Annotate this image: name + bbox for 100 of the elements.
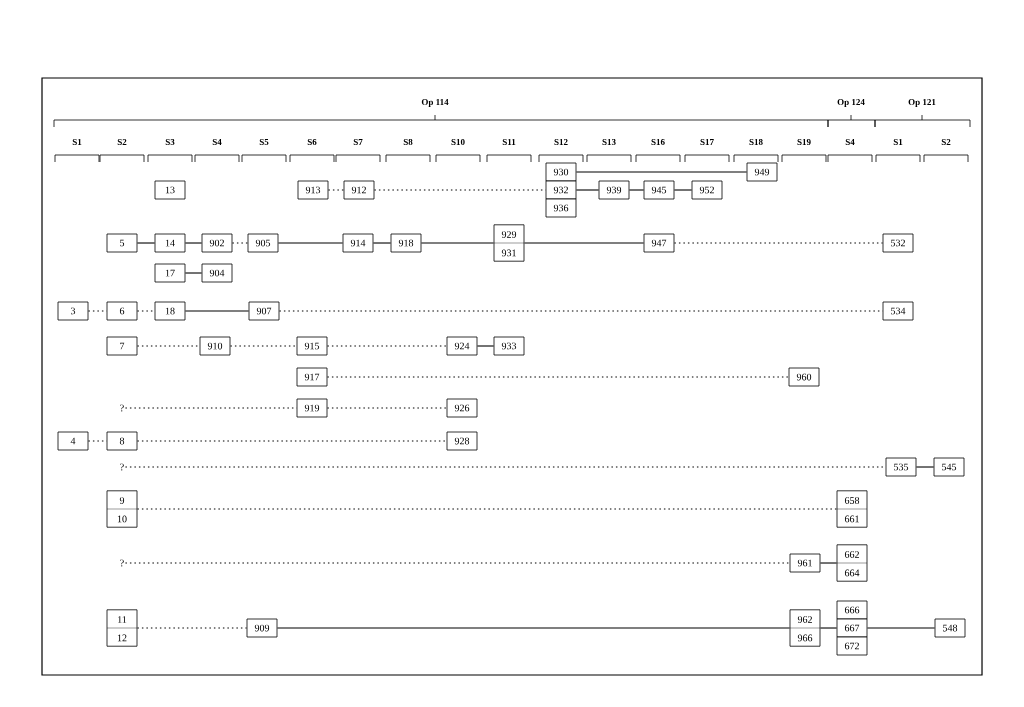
connector-line xyxy=(184,242,203,244)
column-label: S18 xyxy=(749,138,763,146)
connector-line xyxy=(575,171,748,173)
connector-line xyxy=(326,407,448,409)
number-box: 13 xyxy=(154,180,186,200)
question-mark: ? xyxy=(120,404,124,412)
connector-line xyxy=(819,562,838,564)
column-label: S1 xyxy=(72,139,82,146)
number-box: 947 xyxy=(643,233,675,253)
number-box: 17 xyxy=(154,263,186,283)
number-box: 534 xyxy=(882,301,914,321)
number-box: 907 xyxy=(248,301,280,321)
number-box: 8 xyxy=(106,431,138,451)
number-box: 914 xyxy=(342,233,374,253)
connector-line xyxy=(372,242,392,244)
connector-line xyxy=(136,627,248,629)
column-label: S7 xyxy=(353,139,363,146)
connector-line xyxy=(673,189,693,191)
connector-line xyxy=(184,272,203,274)
column-label: S6 xyxy=(307,139,317,146)
connector-line xyxy=(231,242,249,244)
connector-line xyxy=(476,345,495,347)
connector-line xyxy=(229,345,298,347)
number-box: 928 xyxy=(446,431,478,451)
number-box: 902 xyxy=(201,233,233,253)
column-label: S4 xyxy=(845,139,855,146)
number-box: 932 xyxy=(545,180,577,200)
number-box: 930 xyxy=(545,162,577,182)
number-box: 949 xyxy=(746,162,778,182)
question-mark: ? xyxy=(120,559,124,567)
connector-line xyxy=(124,562,791,564)
number-box: 910 xyxy=(199,336,231,356)
number-box: 14 xyxy=(154,233,186,253)
connector-line xyxy=(673,242,884,244)
connector-line xyxy=(575,189,600,191)
connector-line xyxy=(866,627,936,629)
number-box: 4 xyxy=(57,431,89,451)
column-label: S1 xyxy=(893,139,903,146)
column-label: S5 xyxy=(259,139,269,146)
number-box: 7 xyxy=(106,336,138,356)
column-label: S11 xyxy=(502,139,516,146)
number-box: 912 xyxy=(343,180,375,200)
connector-line xyxy=(523,242,645,244)
connector-line xyxy=(136,242,156,244)
connector-line xyxy=(628,189,645,191)
stacked-number-box: 962 966 xyxy=(789,609,821,647)
number-box: 924 xyxy=(446,336,478,356)
number-box: 913 xyxy=(297,180,329,200)
question-mark: ? xyxy=(120,463,124,471)
number-box: 960 xyxy=(788,367,820,387)
number-box: 545 xyxy=(933,457,965,477)
group-label: Op 121 xyxy=(908,99,936,107)
number-box: 667 xyxy=(836,618,868,638)
column-label: S19 xyxy=(797,139,811,146)
column-label: S13 xyxy=(602,139,616,146)
number-box: 548 xyxy=(934,618,966,638)
connector-line xyxy=(87,310,108,312)
column-label: S12 xyxy=(554,139,568,146)
connector-line xyxy=(373,189,547,191)
connector-line xyxy=(184,310,250,312)
number-box: 532 xyxy=(882,233,914,253)
number-box: 3 xyxy=(57,301,89,321)
connector-line xyxy=(420,242,495,244)
column-label: S10 xyxy=(451,138,465,146)
group-label: Op 124 xyxy=(837,99,865,107)
number-box: 939 xyxy=(598,180,630,200)
number-box: 918 xyxy=(390,233,422,253)
stacked-number-box: 929 931 xyxy=(493,224,525,262)
number-box: 6 xyxy=(106,301,138,321)
number-box: 926 xyxy=(446,398,478,418)
column-label: S16 xyxy=(651,139,665,146)
connector-line xyxy=(915,466,935,468)
connector-line xyxy=(326,345,448,347)
number-box: 952 xyxy=(691,180,723,200)
connector-line xyxy=(327,189,345,191)
number-box: 5 xyxy=(106,233,138,253)
number-box: 18 xyxy=(154,301,186,321)
number-box: 672 xyxy=(836,636,868,656)
connector-line xyxy=(277,242,344,244)
column-label: S17 xyxy=(700,139,714,146)
column-label: S2 xyxy=(941,139,951,146)
stacked-number-box: 658 661 xyxy=(836,490,868,528)
connector-line xyxy=(124,407,298,409)
connector-line xyxy=(278,310,884,312)
connector-line xyxy=(819,627,838,629)
connector-line xyxy=(87,440,108,442)
number-box: 666 xyxy=(836,600,868,620)
number-box: 933 xyxy=(493,336,525,356)
number-box: 936 xyxy=(545,198,577,218)
stacked-number-box: 9 10 xyxy=(106,490,138,528)
number-box: 904 xyxy=(201,263,233,283)
number-box: 961 xyxy=(789,553,821,573)
connector-line xyxy=(276,627,791,629)
stacked-number-box: 662 664 xyxy=(836,544,868,582)
number-box: 919 xyxy=(296,398,328,418)
group-label: Op 114 xyxy=(421,99,449,107)
column-label: S3 xyxy=(165,139,175,146)
number-box: 945 xyxy=(643,180,675,200)
number-box: 535 xyxy=(885,457,917,477)
column-label: S2 xyxy=(117,139,127,146)
